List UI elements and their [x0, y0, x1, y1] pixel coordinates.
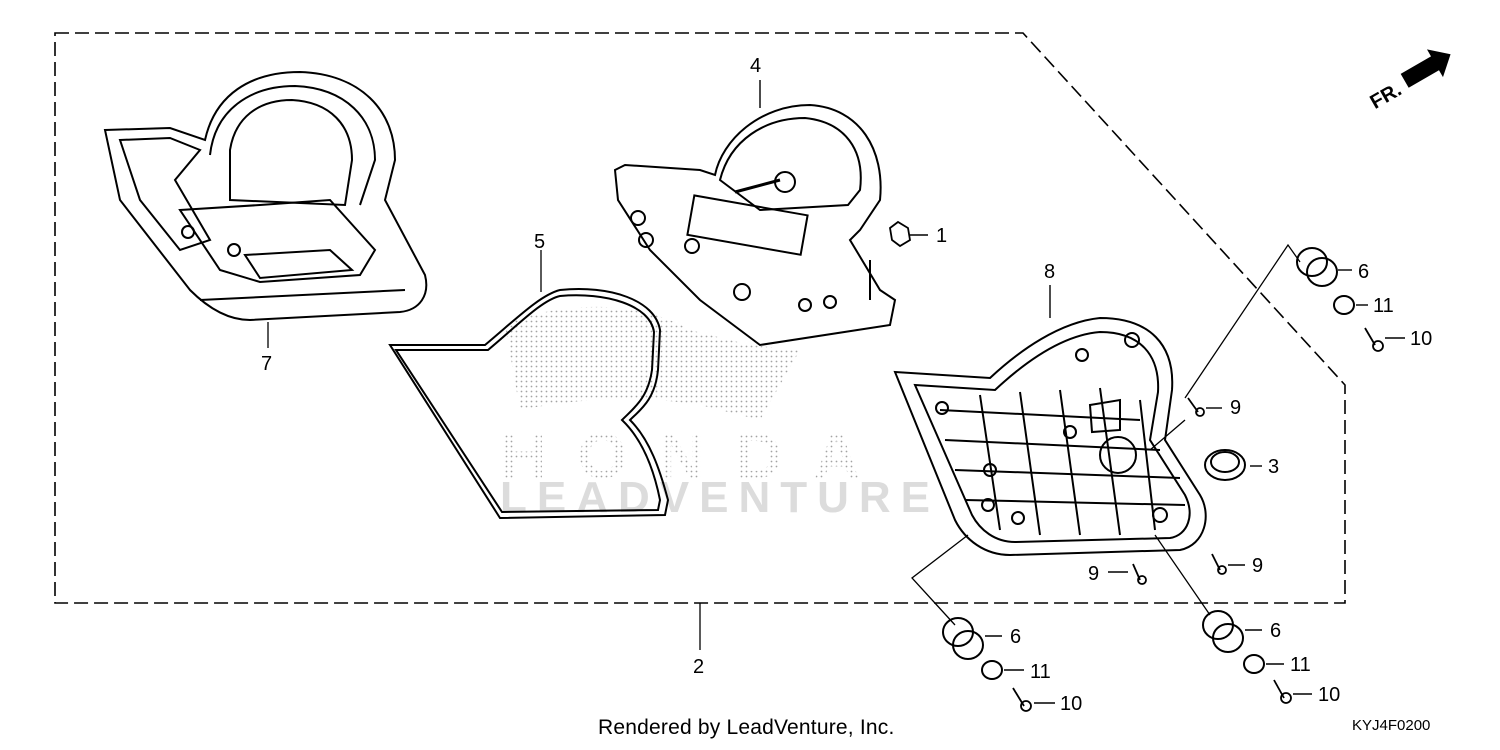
watermark: HONDA LEADVENTURE — [500, 306, 930, 522]
collar-part-11 — [981, 295, 1368, 680]
part-label: 9 — [1088, 563, 1099, 585]
grommet-part-6-right — [1202, 610, 1262, 653]
socket-part-1 — [889, 220, 928, 248]
part-label: 9 — [1252, 555, 1263, 577]
part-label: 6 — [1358, 261, 1369, 283]
part-label: 11 — [1290, 654, 1311, 676]
part-label: 7 — [261, 353, 272, 375]
grommet-part-6-top — [1296, 247, 1352, 287]
meter-case-part-8 — [893, 285, 1207, 557]
screws-part-9-10 — [1012, 327, 1405, 712]
gasket-part-5 — [388, 288, 670, 520]
part-label: 4 — [750, 55, 761, 77]
part-label: 6 — [1270, 620, 1281, 642]
diagram-code: KYJ4F0200 — [1352, 717, 1431, 734]
front-direction-indicator: FR. — [1367, 49, 1451, 114]
part-label: 11 — [1373, 295, 1394, 317]
part-label: 11 — [1030, 661, 1051, 683]
part-label: 5 — [534, 231, 545, 253]
grommet-part-3 — [1204, 449, 1262, 481]
front-direction-label: FR. — [1367, 79, 1406, 114]
assembly-boundary — [54, 32, 1346, 604]
leader-lines — [267, 243, 1301, 650]
footer-credit: Rendered by LeadVenture, Inc. — [598, 716, 895, 739]
part-label: 10 — [1318, 684, 1340, 706]
part-label: 3 — [1268, 456, 1279, 478]
part-label: 10 — [1410, 328, 1432, 350]
part-label: 2 — [693, 656, 704, 678]
arrow-icon — [1400, 49, 1451, 88]
part-labels: 1 2 3 4 5 6 6 6 7 8 9 9 9 10 10 10 11 11… — [261, 55, 1432, 715]
grommet-part-6-left — [942, 617, 1002, 660]
part-label: 6 — [1010, 626, 1021, 648]
meter-assembly-part-4 — [613, 80, 897, 347]
meter-cover-part-7 — [103, 70, 428, 322]
part-label: 1 — [936, 225, 947, 247]
part-label: 9 — [1230, 397, 1241, 419]
part-label: 8 — [1044, 261, 1055, 283]
watermark-vendor: LEADVENTURE — [500, 473, 930, 522]
part-label: 10 — [1060, 693, 1082, 715]
